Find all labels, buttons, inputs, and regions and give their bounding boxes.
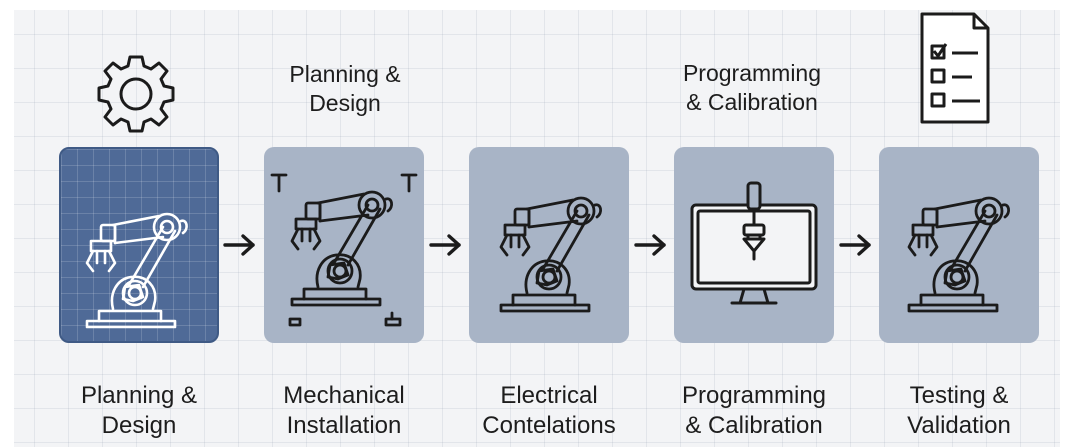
arrow-right-icon bbox=[429, 234, 461, 256]
robot-arm-mounting-icon bbox=[270, 173, 418, 327]
step-label-mechanical: Mechanical Installation bbox=[283, 382, 405, 439]
gear-icon bbox=[97, 55, 175, 133]
step-label-planning: Planning & Design bbox=[80, 382, 198, 439]
checklist-icon bbox=[920, 12, 990, 124]
monitor-icon bbox=[690, 181, 818, 305]
step-panel-testing bbox=[879, 147, 1039, 343]
robot-arm-icon bbox=[907, 196, 1011, 313]
arrow-right-icon bbox=[634, 234, 666, 256]
robot-arm-icon bbox=[499, 196, 603, 313]
robot-arm-blueprint-icon bbox=[85, 212, 188, 329]
step-panel-mechanical bbox=[264, 147, 424, 343]
step-panel-electrical bbox=[469, 147, 629, 343]
arrow-right-icon bbox=[839, 234, 871, 256]
step-label-testing: Testing & Validation bbox=[907, 382, 1011, 439]
step-panel-programming bbox=[674, 147, 834, 343]
top-label-planning: Planning & Design bbox=[289, 61, 401, 116]
top-label-programming: Programming & Calibration bbox=[682, 60, 822, 115]
step-label-programming: Programming & Calibration bbox=[681, 382, 827, 439]
step-panel-planning bbox=[59, 147, 219, 343]
arrow-right-icon bbox=[223, 234, 255, 256]
step-label-electrical: Electrical Contelations bbox=[482, 382, 616, 439]
